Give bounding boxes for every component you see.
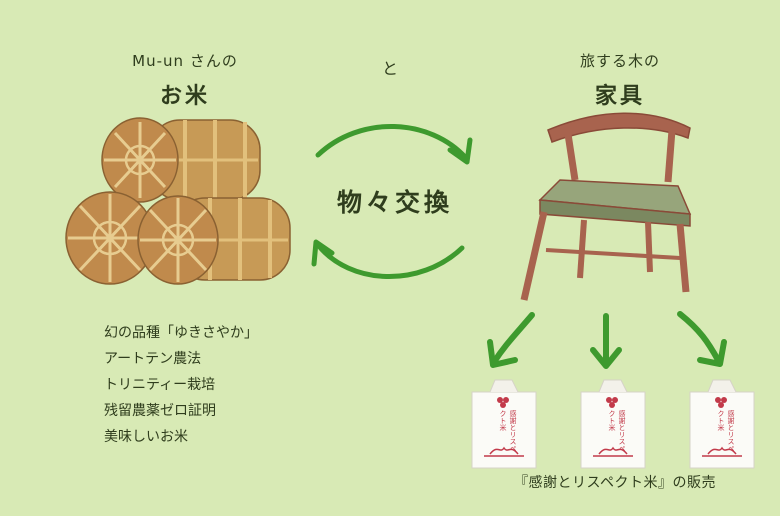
chair-illustration xyxy=(520,112,692,301)
barter-label: 物々交換 xyxy=(336,188,453,217)
furniture-source-subtitle: 旅する木の xyxy=(579,52,660,70)
rice-bag-1 xyxy=(471,379,537,469)
furniture-title: 家具 xyxy=(594,84,645,109)
rice-bag-3 xyxy=(689,379,755,469)
connector-text: と xyxy=(381,59,398,78)
arrow-to-bag-3 xyxy=(677,311,721,363)
rice-bag-2 xyxy=(580,379,646,469)
rice-title: お米 xyxy=(159,84,210,109)
distribution-arrows xyxy=(487,311,727,369)
sales-caption: 『感謝とリスペクト米』の販売 xyxy=(513,475,717,491)
rice-bale-back xyxy=(101,117,261,203)
feature-item: 幻の品種「ゆきさやか」 xyxy=(104,325,258,341)
arrow-to-bag-1 xyxy=(491,312,535,365)
rice-bag-3-label: 感謝とリスペクト米 xyxy=(717,410,735,452)
feature-item: 残留農薬ゼロ証明 xyxy=(104,403,216,419)
rice-bales-illustration xyxy=(65,117,291,285)
feature-item: アートテン農法 xyxy=(104,351,202,367)
feature-item: トリニティー栽培 xyxy=(104,377,216,393)
rice-features-list: 幻の品種「ゆきさやか」 アートテン農法 トリニティー栽培 残留農薬ゼロ証明 美味… xyxy=(104,320,258,450)
feature-item: 美味しいお米 xyxy=(104,429,188,445)
rice-bale-front-right xyxy=(137,195,291,285)
rice-bag-2-label: 感謝とリスペクト米 xyxy=(608,410,626,452)
exchange-arrow-top xyxy=(315,124,469,161)
rice-bag-1-label: 感謝とリスペクト米 xyxy=(499,410,517,452)
rice-source-subtitle: Mu-un さんの xyxy=(132,52,238,70)
exchange-arrows xyxy=(311,124,473,279)
exchange-arrow-bottom xyxy=(315,242,465,279)
